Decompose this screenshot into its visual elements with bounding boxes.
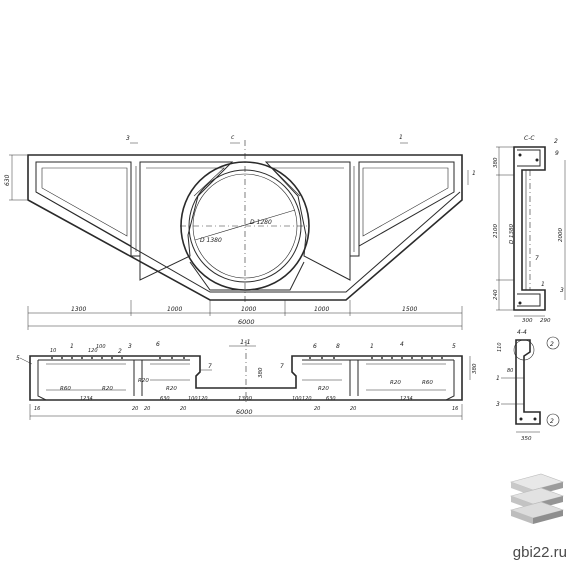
plan-dim-120-right: 120 <box>302 396 312 402</box>
section-4-dim-80: 80 <box>507 368 513 374</box>
plan-mark-4: 4 <box>400 341 404 348</box>
section-4-side-110: 110 <box>497 342 503 352</box>
elevation-total-dim: 6000 <box>238 318 255 326</box>
section-4-dim-350: 350 <box>521 436 532 442</box>
plan-mark-3: 3 <box>128 343 132 350</box>
section-4-mark-1: 1 <box>496 375 500 382</box>
section-c-width-290: 290 <box>540 318 551 324</box>
left-mid-panel-recess <box>139 161 234 281</box>
plan-dim-100-left: 100 <box>188 396 198 402</box>
section-c-height-2100: 2100 <box>493 224 499 238</box>
section-4-mark-2a: 2 <box>550 341 554 348</box>
left-height-dim: 630 <box>4 174 11 186</box>
elevation-outline <box>27 154 463 301</box>
plan-dim-20-a: 20 <box>132 406 138 412</box>
plan-radius-r60-right: R60 <box>422 380 433 386</box>
plan-mark-7-left: 7 <box>208 363 212 370</box>
segment-dim-3: 1000 <box>241 306 256 313</box>
segment-dim-2: 1000 <box>167 306 182 313</box>
plan-mark-5-right: 5 <box>452 343 456 350</box>
plan-center-height: 380 <box>258 367 264 378</box>
site-watermark[interactable]: gbi22.ru <box>512 544 567 561</box>
section-c-height-380: 380 <box>493 157 499 168</box>
plan-dim-16-left: 16 <box>34 406 40 412</box>
section-c-mark-3: 3 <box>560 287 564 294</box>
plan-mark-2: 2 <box>118 348 122 355</box>
plan-view: 1-1 5 10 1 120 100 <box>16 338 478 420</box>
plan-mark-7-right: 7 <box>280 363 284 370</box>
plan-radius-r20-e: R20 <box>390 380 401 386</box>
section-c-height-2000: 2000 <box>558 228 564 242</box>
plan-radius-r20-c: R20 <box>166 386 177 392</box>
section-c-title: C-C <box>524 135 535 142</box>
segment-dim-5: 1500 <box>402 306 417 313</box>
section-mark-1-right: 1 <box>472 170 476 177</box>
plan-mark-5-left: 5 <box>16 355 20 362</box>
plan-radius-r20-d: R20 <box>318 386 329 392</box>
plan-radius-r20-b: R20 <box>138 378 149 384</box>
section-c-view: C-C 9 2 1 3 7 380 2100 D 1380 2000 240 3… <box>493 135 566 324</box>
plan-dim-16-right: 16 <box>452 406 458 412</box>
diameter-label-outer: D 1380 <box>200 237 222 244</box>
section-c-outline <box>513 146 546 311</box>
plan-mark-6-right: 6 <box>313 343 317 350</box>
section-mark-1: 1 <box>399 134 403 141</box>
section-mark-c: c <box>231 134 235 141</box>
plan-mark-1-right: 1 <box>370 343 374 350</box>
plan-total-dim: 6000 <box>236 408 253 416</box>
plan-radius-r60-left: R60 <box>60 386 71 392</box>
right-panel-recess <box>358 161 455 247</box>
plan-dim-1300: 1300 <box>238 396 252 402</box>
plan-dim-1234-left: 1234 <box>80 396 93 402</box>
segment-dim-4: 1000 <box>314 306 329 313</box>
plan-mark-6-left: 6 <box>156 341 160 348</box>
plan-dim-20-e: 20 <box>350 406 356 412</box>
plan-mark-1-left: 1 <box>70 343 74 350</box>
section-c-mark-2: 2 <box>554 138 558 145</box>
section-c-height-240: 240 <box>493 289 499 300</box>
plan-mark-10: 10 <box>50 348 56 354</box>
plan-dim-120-left: 120 <box>198 396 208 402</box>
section-4-view: 4-4 2 2 1 3 80 110 350 <box>496 329 560 442</box>
section-c-mark-7: 7 <box>535 255 539 262</box>
plan-dim-20-b: 20 <box>144 406 150 412</box>
plan-dim-1234-right: 1234 <box>400 396 413 402</box>
diameter-label-inner: D 1280 <box>250 219 272 226</box>
left-panel-recess <box>35 161 132 247</box>
section-4-outline <box>515 339 541 425</box>
elevation-view: D 1280 D 1380 3 c 1 1 630 1300 1000 1000… <box>4 134 476 330</box>
plan-section-label: 1-1 <box>240 338 251 346</box>
plan-pipe-120: 120 <box>88 348 98 354</box>
plan-mark-8: 8 <box>336 343 340 350</box>
plan-pipe-100: 100 <box>96 344 106 350</box>
plan-dim-630-right: 630 <box>326 396 336 402</box>
plan-right-height: 380 <box>472 363 478 374</box>
right-mid-panel-recess <box>264 161 351 281</box>
section-4-mark-3: 3 <box>496 401 500 408</box>
segment-dim-1: 1300 <box>71 306 86 313</box>
plan-dim-20-c: 20 <box>180 406 186 412</box>
section-c-mark-9: 9 <box>555 150 559 157</box>
rebar-dots <box>51 357 443 359</box>
plan-dim-100-right: 100 <box>292 396 302 402</box>
section-4-mark-2b: 2 <box>550 418 554 425</box>
section-4-title: 4-4 <box>517 329 527 336</box>
plan-dim-630-left: 630 <box>160 396 170 402</box>
section-mark-3: 3 <box>126 135 130 142</box>
plan-radius-r20-a: R20 <box>102 386 113 392</box>
plan-dim-20-d: 20 <box>314 406 320 412</box>
section-c-width-300: 300 <box>522 318 533 324</box>
slab-stack-logo <box>510 473 564 524</box>
section-c-height-d1380: D 1380 <box>509 224 515 244</box>
section-c-mark-1: 1 <box>541 281 545 288</box>
